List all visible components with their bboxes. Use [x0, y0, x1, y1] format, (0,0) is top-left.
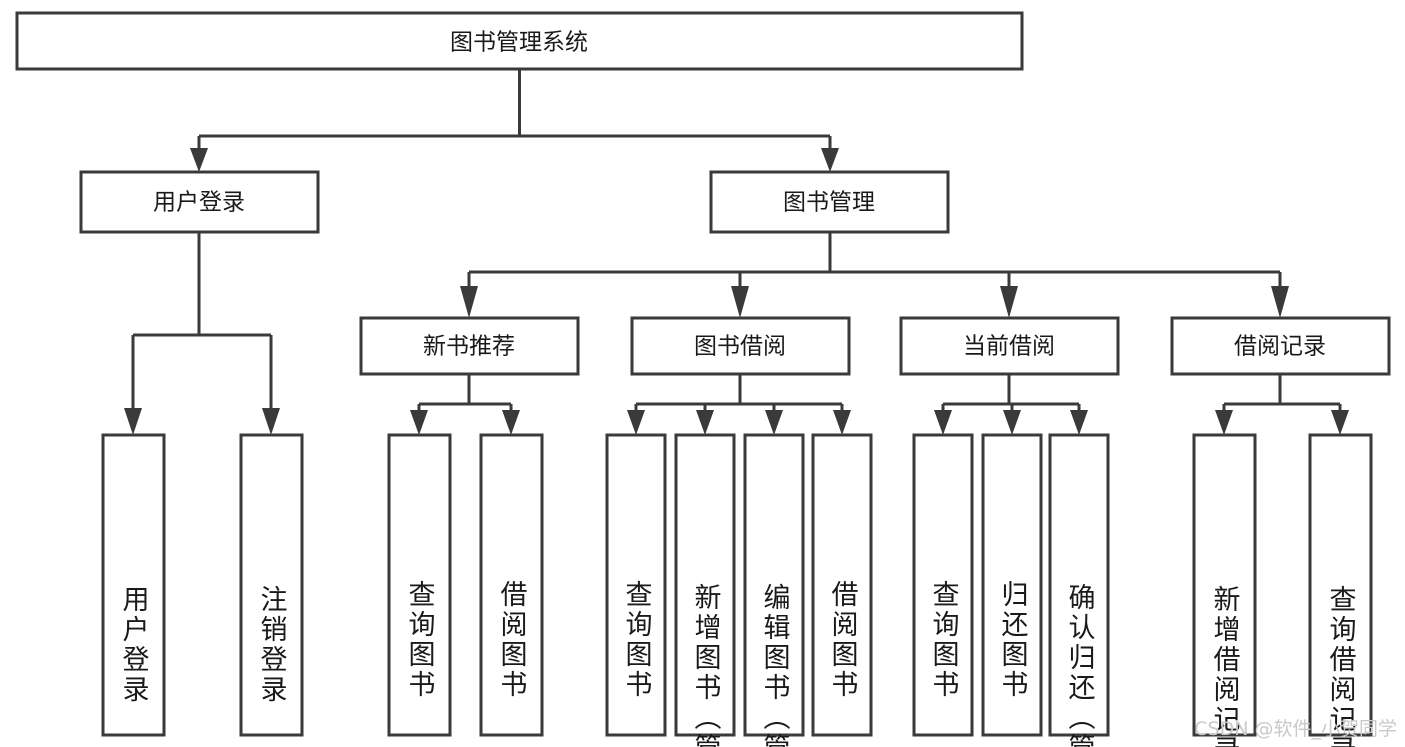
- node-leaf-add-record[interactable]: 新增借阅记录: [1192, 433, 1257, 747]
- node-leaf-query-book-1-label: 查询图书: [404, 580, 436, 700]
- node-leaf-confirm-return-label: 确认归还（管理员）: [1064, 583, 1096, 747]
- node-user-login-box[interactable]: [79, 170, 320, 234]
- node-borrow-record-box[interactable]: [1170, 316, 1391, 376]
- node-leaf-query-book-2-label: 查询图书: [621, 580, 653, 700]
- node-leaf-user-logout-label: 注销登录: [256, 585, 288, 705]
- arrow-to-current-borrow: [1000, 286, 1018, 318]
- arrow-to-leaf-add-record: [1215, 410, 1233, 435]
- watermark: CSDN @软件_小贺同学: [1194, 718, 1397, 740]
- node-leaf-user-login-label: 用户登录: [118, 585, 150, 705]
- node-leaf-edit-book-label: 编辑图书（管理员）: [759, 583, 791, 747]
- arrow-to-user-login: [190, 148, 208, 172]
- arrow-to-leaf-user-login: [124, 408, 142, 435]
- node-current-borrow[interactable]: 当前借阅: [899, 316, 1120, 376]
- node-leaf-query-book-2-box[interactable]: [605, 433, 667, 737]
- arrow-to-leaf-edit-book: [765, 410, 783, 435]
- node-leaf-query-record-box[interactable]: [1308, 433, 1373, 737]
- node-leaf-return-book-label: 归还图书: [997, 580, 1029, 700]
- node-new-book-recommend-box[interactable]: [359, 316, 580, 376]
- node-user-login[interactable]: 用户登录: [79, 170, 320, 234]
- node-leaf-query-book-3[interactable]: 查询图书: [912, 433, 974, 737]
- arrow-to-new-book-recommend: [460, 286, 478, 318]
- node-leaf-edit-book-box[interactable]: [743, 433, 805, 737]
- node-leaf-query-book-3-box[interactable]: [912, 433, 974, 737]
- node-borrow-record-label: 借阅记录: [1234, 334, 1326, 360]
- node-leaf-borrow-book-2-box[interactable]: [811, 433, 873, 737]
- node-leaf-add-record-label: 新增借阅记录: [1209, 585, 1241, 747]
- node-leaf-query-record[interactable]: 查询借阅记录: [1308, 433, 1373, 747]
- arrow-to-leaf-borrow-book-1: [502, 410, 520, 435]
- node-book-borrow-label: 图书借阅: [694, 334, 786, 360]
- node-book-manage-box[interactable]: [709, 170, 950, 234]
- node-book-borrow[interactable]: 图书借阅: [630, 316, 851, 376]
- node-borrow-record[interactable]: 借阅记录: [1170, 316, 1391, 376]
- node-leaf-borrow-book-1-box[interactable]: [479, 433, 544, 737]
- arrow-to-leaf-confirm-return: [1070, 410, 1088, 435]
- node-leaf-borrow-book-1[interactable]: 借阅图书: [479, 433, 544, 737]
- arrow-to-leaf-query-book-3: [934, 410, 952, 435]
- node-leaf-borrow-book-2[interactable]: 借阅图书: [811, 433, 873, 737]
- node-book-manage[interactable]: 图书管理: [709, 170, 950, 234]
- node-leaf-edit-book[interactable]: 编辑图书（管理员）: [743, 433, 805, 747]
- node-leaf-return-book-box[interactable]: [981, 433, 1043, 737]
- arrow-to-book-borrow: [731, 286, 749, 318]
- arrow-to-leaf-query-book-1: [410, 410, 428, 435]
- node-root-box[interactable]: [15, 11, 1024, 71]
- arrow-to-borrow-record: [1271, 286, 1289, 318]
- arrow-to-leaf-user-logout: [262, 408, 280, 435]
- node-user-login-label: 用户登录: [153, 190, 245, 216]
- node-root-label: 图书管理系统: [450, 30, 588, 56]
- node-leaf-query-book-2[interactable]: 查询图书: [605, 433, 667, 737]
- node-leaf-query-book-1[interactable]: 查询图书: [387, 433, 452, 737]
- node-leaf-confirm-return[interactable]: 确认归还（管理员）: [1048, 433, 1110, 747]
- node-book-manage-label: 图书管理: [783, 190, 875, 216]
- arrow-to-leaf-borrow-book-2: [833, 410, 851, 435]
- node-leaf-return-book[interactable]: 归还图书: [981, 433, 1043, 737]
- node-leaf-user-logout[interactable]: 注销登录: [239, 433, 304, 737]
- arrow-to-leaf-query-book-2: [627, 410, 645, 435]
- node-leaf-add-record-box[interactable]: [1192, 433, 1257, 737]
- node-leaf-borrow-book-1-label: 借阅图书: [496, 580, 528, 700]
- node-new-book-recommend-label: 新书推荐: [423, 334, 515, 360]
- node-leaf-query-book-3-label: 查询图书: [928, 580, 960, 700]
- arrow-to-leaf-query-record: [1331, 410, 1349, 435]
- node-leaf-add-book-box[interactable]: [674, 433, 736, 737]
- arrow-to-leaf-add-book: [696, 410, 714, 435]
- node-current-borrow-label: 当前借阅: [963, 334, 1055, 360]
- node-leaf-add-book[interactable]: 新增图书（管理员）: [674, 433, 736, 747]
- node-leaf-confirm-return-box[interactable]: [1048, 433, 1110, 737]
- node-leaf-user-login[interactable]: 用户登录: [101, 433, 166, 737]
- node-leaf-user-login-box[interactable]: [101, 433, 166, 737]
- node-leaf-user-logout-box[interactable]: [239, 433, 304, 737]
- node-leaf-borrow-book-2-label: 借阅图书: [827, 580, 859, 700]
- node-new-book-recommend[interactable]: 新书推荐: [359, 316, 580, 376]
- node-leaf-query-book-1-box[interactable]: [387, 433, 452, 737]
- node-leaf-query-record-label: 查询借阅记录: [1325, 585, 1357, 747]
- connector-layer: [124, 69, 1349, 435]
- arrow-to-book-manage: [821, 148, 839, 172]
- node-current-borrow-box[interactable]: [899, 316, 1120, 376]
- node-book-borrow-box[interactable]: [630, 316, 851, 376]
- node-leaf-add-book-label: 新增图书（管理员）: [690, 583, 722, 747]
- node-root[interactable]: 图书管理系统: [15, 11, 1024, 71]
- arrow-to-leaf-return-book: [1003, 410, 1021, 435]
